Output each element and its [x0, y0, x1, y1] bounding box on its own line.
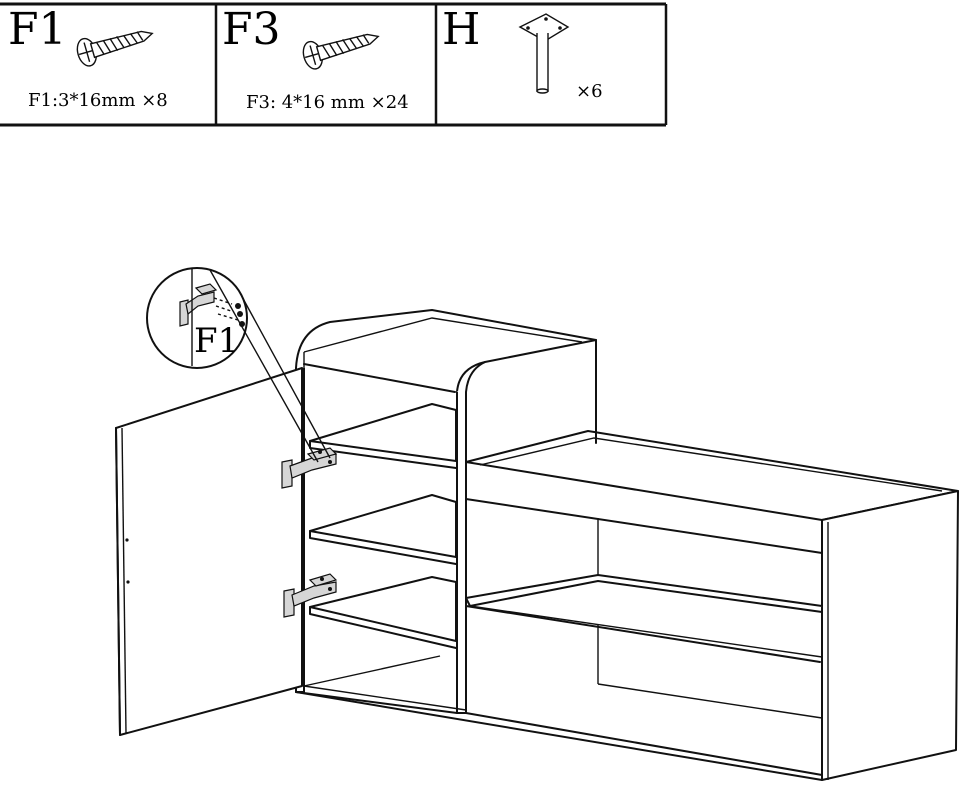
part-label: F1 [8, 4, 67, 55]
low-cabinet [465, 430, 959, 781]
part-spec: F1:3*16mm ×8 [28, 90, 168, 111]
parts-table: F1 F1:3*16mm ×8 F3 F3: 4*16 mm ×24 [0, 2, 668, 127]
part-cell-h: H ×6 [442, 4, 603, 102]
hinge-upper [281, 447, 338, 489]
part-spec: ×6 [576, 81, 603, 102]
callout-label: F1 [194, 321, 239, 361]
part-cell-f3: F3 F3: 4*16 mm ×24 [222, 4, 409, 113]
cabinet-illustration: F1 [115, 267, 959, 781]
cabinet-door [115, 367, 303, 736]
screw-icon [302, 33, 380, 70]
detail-callout: F1 [146, 267, 331, 463]
part-cell-f1: F1 F1:3*16mm ×8 [8, 4, 168, 111]
leg-bracket-icon [518, 13, 570, 94]
part-label: F3 [222, 4, 281, 55]
screw-icon [213, 297, 245, 327]
part-label: H [442, 4, 480, 55]
tall-cabinet [295, 309, 823, 781]
hinge-lower [283, 573, 338, 618]
screw-icon [76, 30, 154, 67]
part-spec: F3: 4*16 mm ×24 [246, 92, 409, 113]
hinge-detail-icon [179, 268, 218, 366]
